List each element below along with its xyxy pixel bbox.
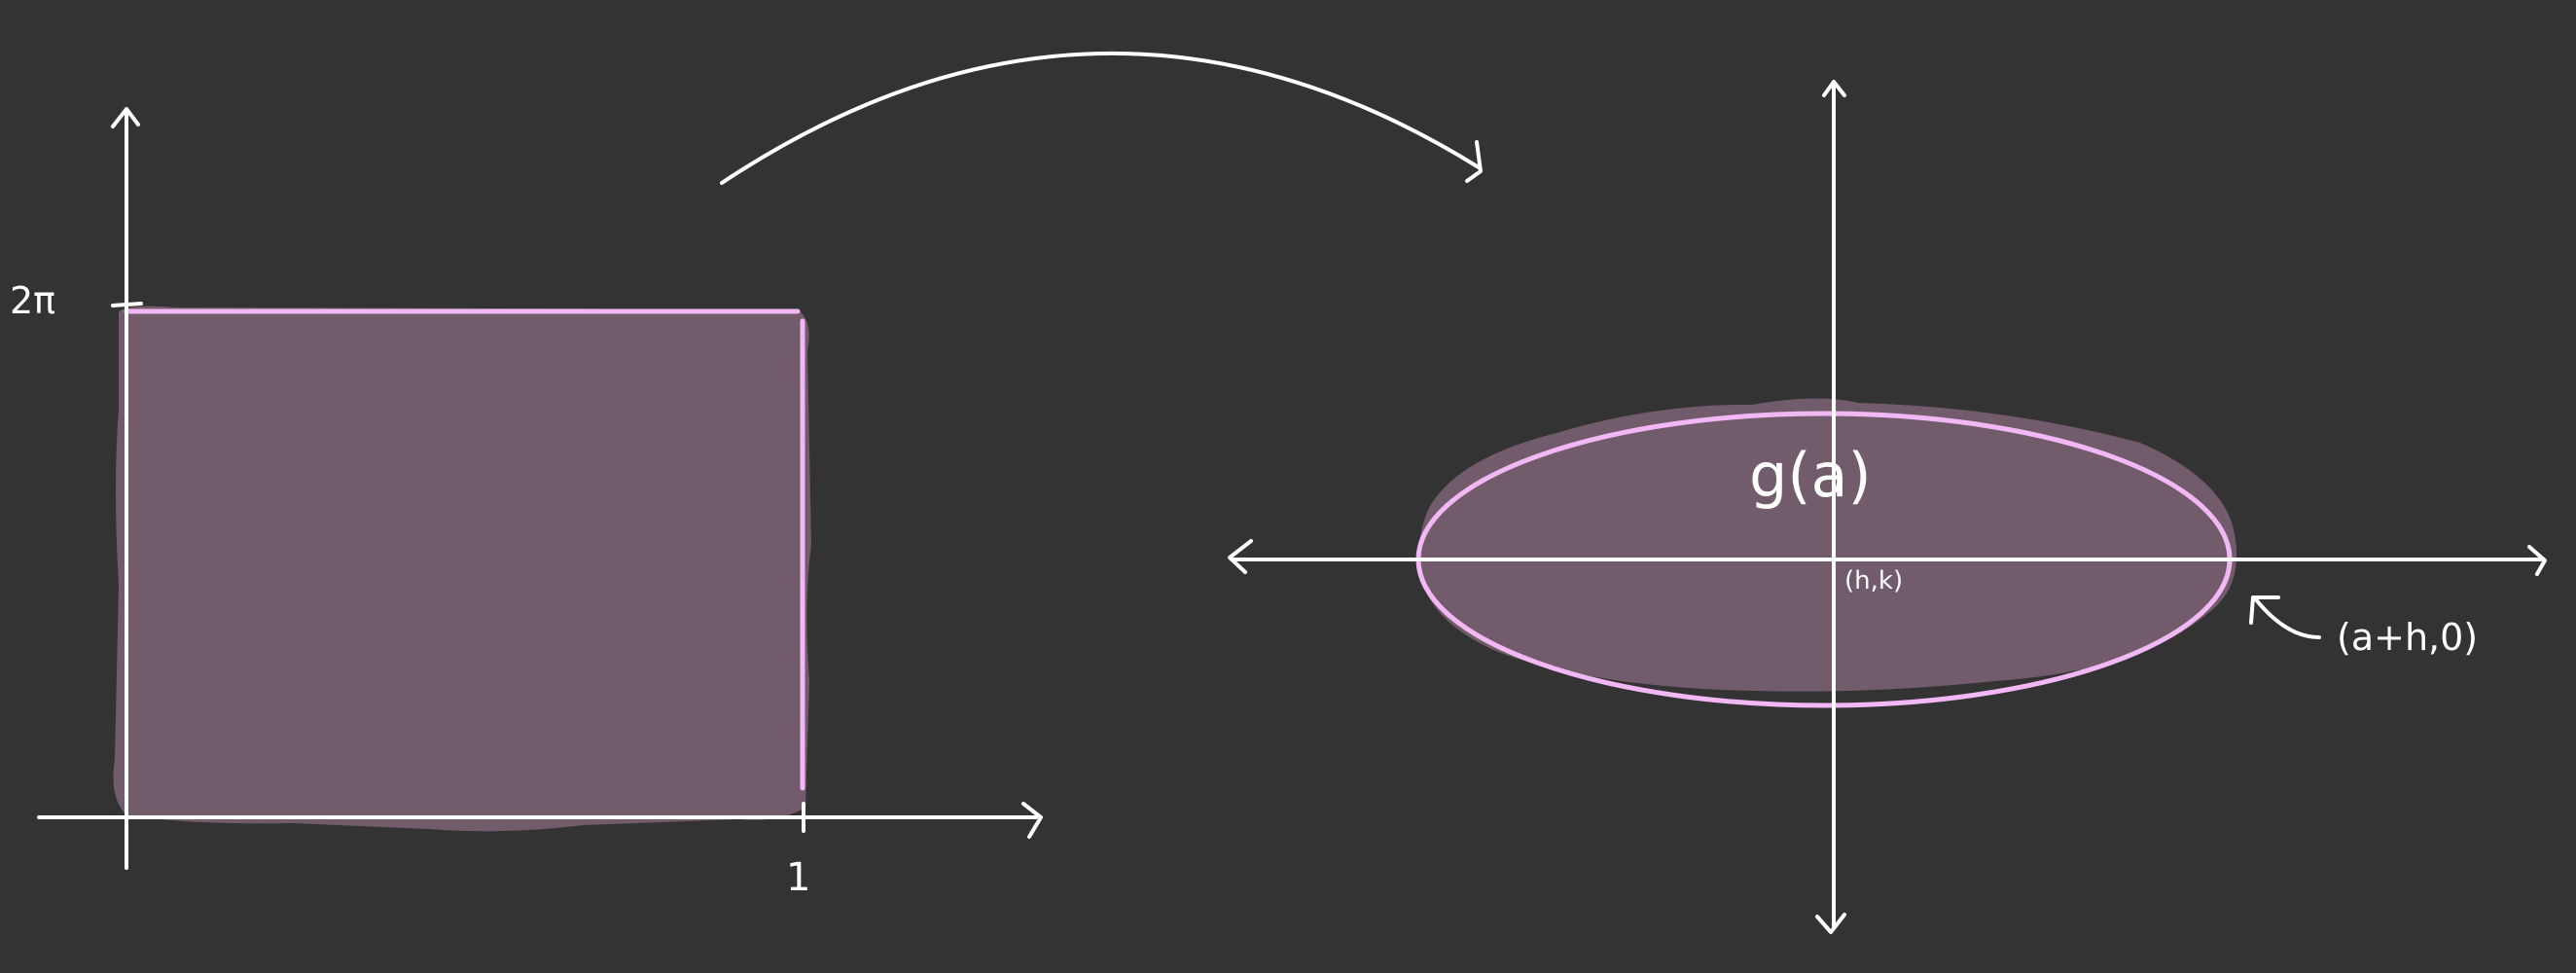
vertex-pointer-arrowhead <box>2249 595 2280 625</box>
y-tick-label: 2π <box>10 279 55 322</box>
center-label: (h,k) <box>1844 566 1903 595</box>
right-x-axis-right-arrowhead <box>2527 545 2547 576</box>
right-x-axis-left-arrowhead <box>1228 539 1253 574</box>
rectangle-region-fill <box>113 306 811 832</box>
right-y-axis-top-arrowhead <box>1822 80 1846 97</box>
y-tick-mark <box>111 302 143 307</box>
ellipse-region-fill <box>1418 398 2237 692</box>
mapping-arrow <box>720 52 1483 185</box>
right-y-axis-bottom-arrowhead <box>1815 913 1846 934</box>
left-y-axis-arrowhead <box>111 107 140 128</box>
x-tick-label: 1 <box>786 855 810 900</box>
curved-arrow-head <box>1465 140 1483 183</box>
right-plot: g(a) (h,k) (a+h,0) <box>1228 80 2547 934</box>
vertex-pointer-arrow <box>2253 596 2321 639</box>
vertex-label: (a+h,0) <box>2337 616 2478 659</box>
left-x-axis-arrowhead <box>1021 802 1043 839</box>
region-label: g(a) <box>1749 440 1872 511</box>
left-plot: 2π 1 <box>10 107 1043 900</box>
curved-arrow-icon <box>720 52 1481 185</box>
